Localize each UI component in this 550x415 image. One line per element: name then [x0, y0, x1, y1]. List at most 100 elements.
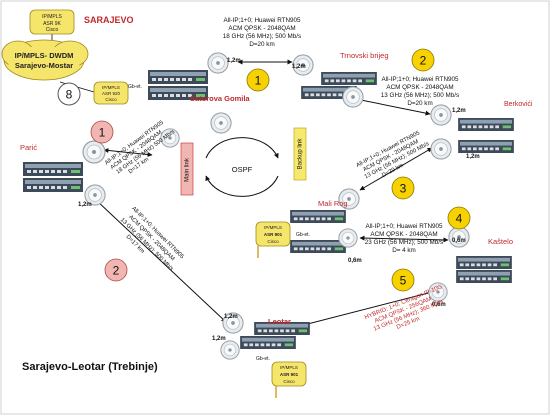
leotar-dish-2	[220, 340, 240, 360]
leotar-label: Leotar	[268, 317, 291, 326]
badge-2-left: 2	[104, 258, 128, 282]
link2-text-line1: All-IP;1+0; Huawei RTN905	[381, 76, 459, 83]
kastelo-dish-size-1: 0,6m	[452, 238, 466, 244]
leotar-dish-size-2: 1,2m	[212, 336, 226, 342]
leotar-dish-size-1: 1,2m	[224, 314, 238, 320]
router-asr920-line1: IP/MPLS	[102, 85, 120, 90]
leotar-router-line2: ASR 901	[280, 372, 299, 377]
paric-dish-1	[82, 140, 106, 164]
site-trnovski: 1,2m Trnovski brijeg	[292, 51, 389, 108]
paric-rack-2	[23, 178, 83, 192]
router-asr9k-line3: Cisco	[46, 27, 59, 33]
link-5-line	[291, 288, 441, 330]
link1-text-line2: ACM QPSK - 2048QAM	[228, 25, 295, 32]
badge-8-label: 8	[66, 88, 73, 102]
badge-2-left-label: 2	[113, 264, 120, 278]
link4-text-line1: All-IP;1+0; Huawei RTN905	[365, 223, 443, 230]
router-asr920-line2: ASR 920	[102, 91, 121, 96]
badge-5-label: 5	[400, 274, 407, 288]
badge-4-label: 4	[456, 212, 463, 226]
leotar-router-line3: Cisco	[283, 379, 295, 384]
backup-link-label: Backup link	[298, 138, 304, 170]
badge-2-top: 2	[411, 48, 435, 72]
link2-text-line2: ACM QPSK - 2048QAM	[386, 84, 453, 91]
malirog-dish-2	[338, 228, 358, 248]
badge-1-left-label: 1	[99, 126, 106, 140]
router-asr920-line3: Cisco	[105, 97, 117, 102]
satorova-gbe: Gb-et.	[128, 84, 142, 90]
site-satorova: 1,2m Gb-et. Šatorova Gomila	[128, 52, 250, 148]
badge-1-left: 1	[90, 120, 114, 144]
paric-rack-1	[23, 162, 83, 176]
kastelo-rack-2	[456, 270, 512, 283]
satorova-dish-1	[207, 52, 229, 74]
badge-4: 4	[447, 206, 471, 230]
link-paric-line	[103, 147, 153, 158]
link-3-line	[359, 147, 433, 191]
kastelo-dish-1	[448, 226, 470, 248]
kastelo-dish-size-2: 0,6m	[432, 302, 446, 308]
router-asr920: IP/MPLS ASR 920 Cisco	[93, 81, 129, 105]
link3-text: All-IP;1+0; Huawei RTN905 ACM QPSK - 204…	[355, 130, 430, 180]
link-leotar-line	[95, 199, 227, 323]
link4-text-line3: 23 GHz (56 MHz); 500 Mb/s	[365, 239, 443, 246]
cloud-label-line1: IP/MPLS- DWDM	[15, 51, 74, 60]
sarajevo-label: SARAJEVO	[84, 15, 134, 25]
link1-text-line3: 18 GHz (56 MHz); 500 Mb/s	[223, 33, 301, 40]
berkovici-label: Berkovići	[504, 101, 533, 108]
badge-3: 3	[391, 176, 415, 200]
badge-2-top-label: 2	[420, 54, 427, 68]
site-mali-rog: IP/MPLS ASR 901 Cisco Gb-et. 0,6m Mali R…	[255, 188, 362, 264]
site-kastelo: 0,6m 0,6m Kaštelo	[428, 226, 513, 308]
main-link-bar: Main link	[180, 142, 194, 196]
berkovici-rack-1	[458, 118, 514, 131]
badge-8: 8	[57, 82, 81, 106]
router-asr9k: IP/MPLS ASR 9K Cisco	[29, 9, 75, 35]
cloud-label-line2: Sarajevo-Mostar	[15, 61, 73, 70]
badge-5: 5	[391, 268, 415, 292]
link-4-line	[359, 235, 449, 243]
link1-text: All-IP;1+0; Huawei RTN905 ACM QPSK - 204…	[223, 17, 301, 48]
berkovici-dish-2	[430, 138, 452, 160]
trnovski-dish-size: 1,2m	[292, 64, 306, 70]
link4-text: All-IP;1+0; Huawei RTN905 ACM QPSK - 204…	[365, 223, 443, 254]
diagram-title: Sarajevo-Leotar (Trebinje)	[22, 361, 158, 373]
link2-text: All-IP;1+0; Huawei RTN905 ACM QPSK - 204…	[381, 76, 459, 107]
site-leotar: IP/MPLS ASR 901 Cisco Gb-et. 1,2m 1,2m L…	[212, 312, 310, 398]
ospf-ring: OSPF	[205, 137, 279, 197]
satorova-dish-size: 1,2m	[227, 58, 241, 64]
ipmpls-cloud: IP/MPLS- DWDM Sarajevo-Mostar	[1, 39, 89, 81]
malirog-gbe: Gb-et.	[296, 232, 310, 238]
leotar-router-line1: IP/MPLS	[280, 365, 298, 370]
trnovski-dish-2	[342, 86, 364, 108]
paric-dish-size: 1,2m	[78, 202, 92, 208]
ospf-arc-bottom	[205, 175, 279, 197]
link4-text-line2: ACM QPSK - 2048QAM	[370, 231, 437, 238]
malirog-rack-1	[290, 210, 346, 223]
leotar-gbe: Gb-et.	[256, 356, 270, 362]
link2-text-line3: 13 GHz (56 MHz); 500 Mb/s	[381, 92, 459, 99]
link1-text-line1: All-IP;1+0; Huawei RTN905	[223, 17, 301, 24]
leotar-rack-2	[240, 336, 296, 349]
router-asr9k-line1: IP/MPLS	[42, 14, 62, 20]
malirog-router-line1: IP/MPLS	[264, 225, 282, 230]
paric-label: Parić	[20, 143, 37, 152]
router-asr9k-line2: ASR 9K	[43, 21, 61, 27]
satorova-dish-2	[210, 112, 232, 134]
link4-text-line4: D= 4 km	[392, 247, 416, 254]
kastelo-label: Kaštelo	[488, 237, 513, 246]
satorova-rack-1	[148, 70, 208, 84]
kastelo-rack-1	[456, 256, 512, 269]
main-link-label: Main link	[185, 157, 191, 182]
malirog-rack-2	[290, 240, 346, 253]
leotar-router-body	[271, 361, 307, 387]
malirog-label: Mali Rog	[318, 199, 348, 208]
link1-text-line4: D=20 km	[249, 41, 274, 48]
malirog-router-line3: Cisco	[267, 239, 279, 244]
berkovici-rack-2	[458, 140, 514, 153]
berkovici-dish-size-1: 1,2m	[452, 108, 466, 114]
badge-1-top: 1	[246, 68, 270, 92]
malirog-router-body	[255, 221, 291, 247]
